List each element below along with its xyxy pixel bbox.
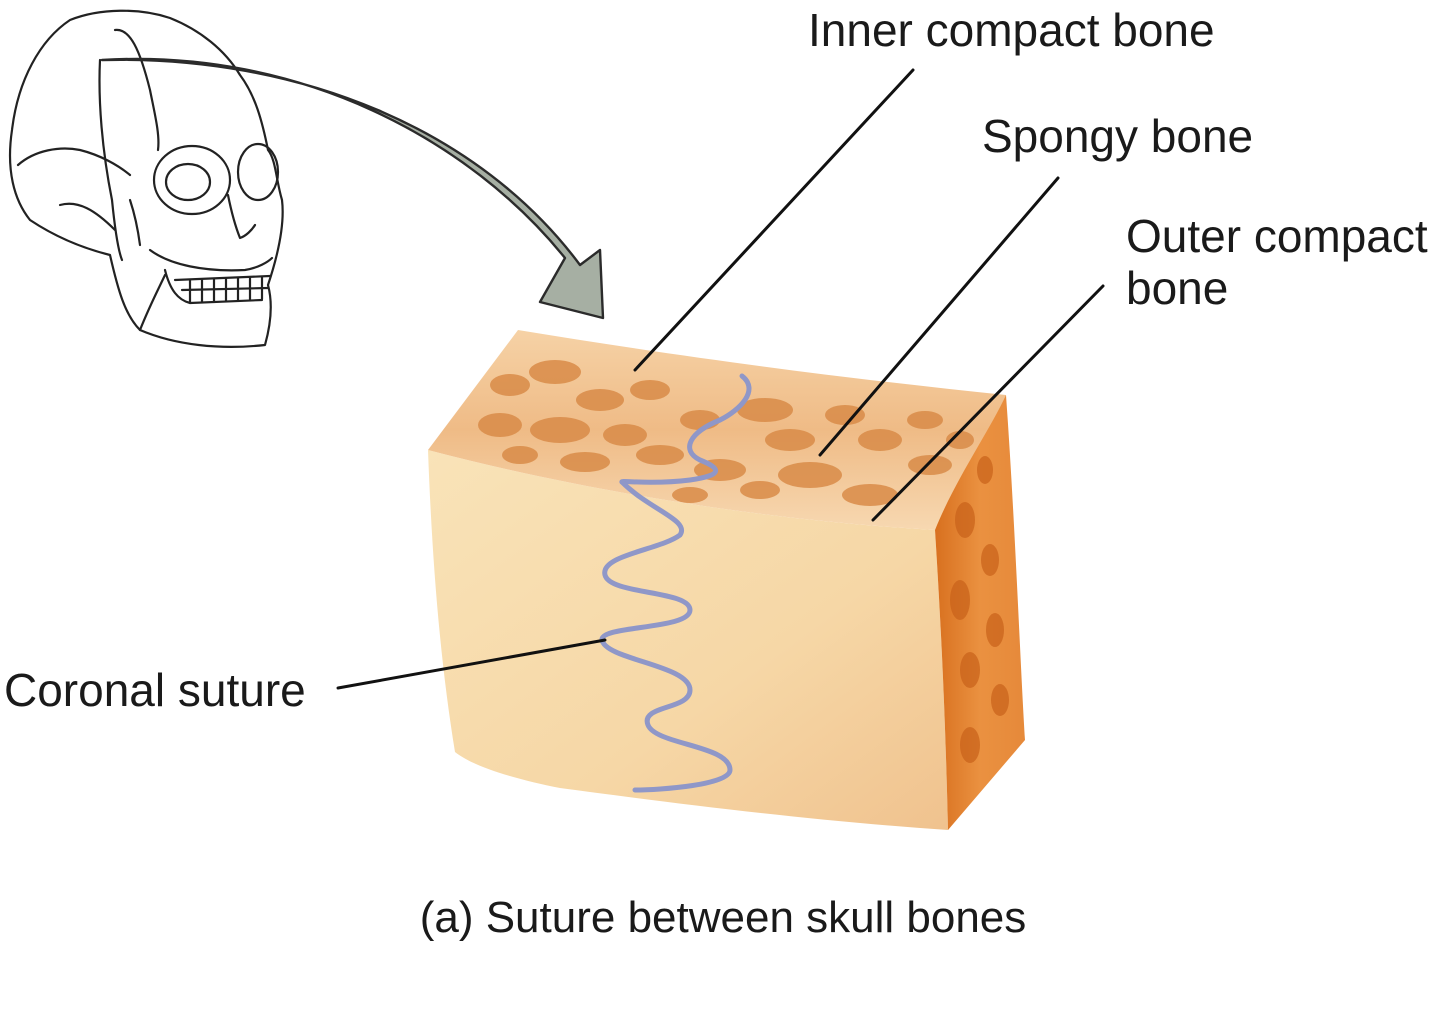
label-outer-compact-bone: Outer compact bone [1126,210,1428,314]
leader-spongy [818,176,1060,457]
figure-caption-row: (a) Suture between skull bones [0,892,1440,944]
leader-coronal [336,638,607,690]
label-spongy-bone: Spongy bone [982,110,1254,162]
curved-arrow [100,57,605,320]
label-outer-compact-bone-line2: bone [1126,262,1229,314]
label-outer-compact-bone-line1: Outer compact [1126,210,1428,262]
spongy-pores [478,360,974,506]
figure-caption: (a) Suture between skull bones [419,893,1027,942]
side-pores [950,456,1009,763]
eye-socket-left [152,144,232,216]
label-coronal-suture: Coronal suture [4,664,306,716]
skull-illustration [8,9,284,348]
eye-socket-right [236,142,280,202]
suture-top [619,373,752,485]
leader-inner-compact [633,68,915,372]
skull-outline [8,9,284,348]
side-face [935,395,1025,830]
bone-block [428,330,1025,830]
front-face [428,450,948,830]
label-inner-compact-bone: Inner compact bone [808,4,1215,56]
leader-outer-compact [871,284,1105,522]
